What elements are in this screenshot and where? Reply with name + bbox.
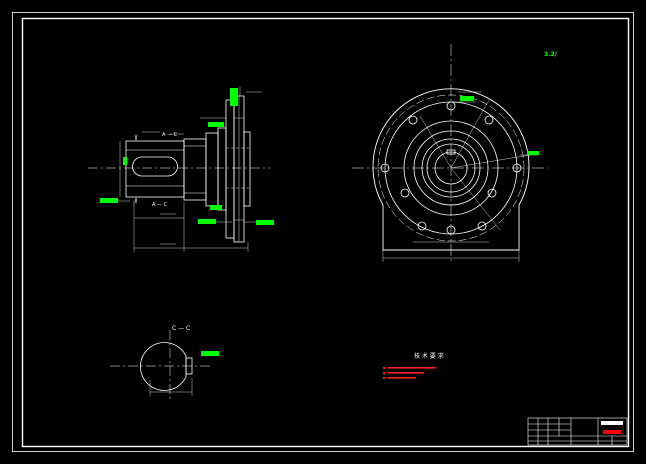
section-marker-top: A — C: [162, 132, 178, 138]
technical-requirements: 技 术 要 求: [383, 352, 444, 379]
notes-title: 技 术 要 求: [414, 352, 444, 360]
tag-icon: [230, 88, 238, 106]
tag-icon: [256, 220, 274, 225]
flange-end-view: [352, 44, 548, 262]
bolt-hole-icon: [380, 101, 522, 235]
tag-icon: [123, 157, 127, 165]
tag-icon: [527, 151, 539, 155]
section-title: C — C: [172, 325, 190, 332]
front-view: [88, 86, 270, 252]
tag-icon: [460, 96, 474, 101]
tag-icon: [201, 351, 219, 356]
tag-icon: [208, 122, 224, 127]
tag-icon: [100, 198, 118, 203]
green-tags-flange: [460, 96, 539, 155]
section-view: [110, 330, 210, 402]
title-block: [527, 417, 628, 446]
tag-icon: [210, 205, 222, 210]
section-marker-bottom: A — C: [152, 202, 168, 208]
tag-icon: [198, 219, 216, 224]
green-tags-front: [100, 88, 274, 225]
roughness-note: 3.2/: [544, 51, 558, 58]
drawing-frame: [12, 12, 634, 452]
